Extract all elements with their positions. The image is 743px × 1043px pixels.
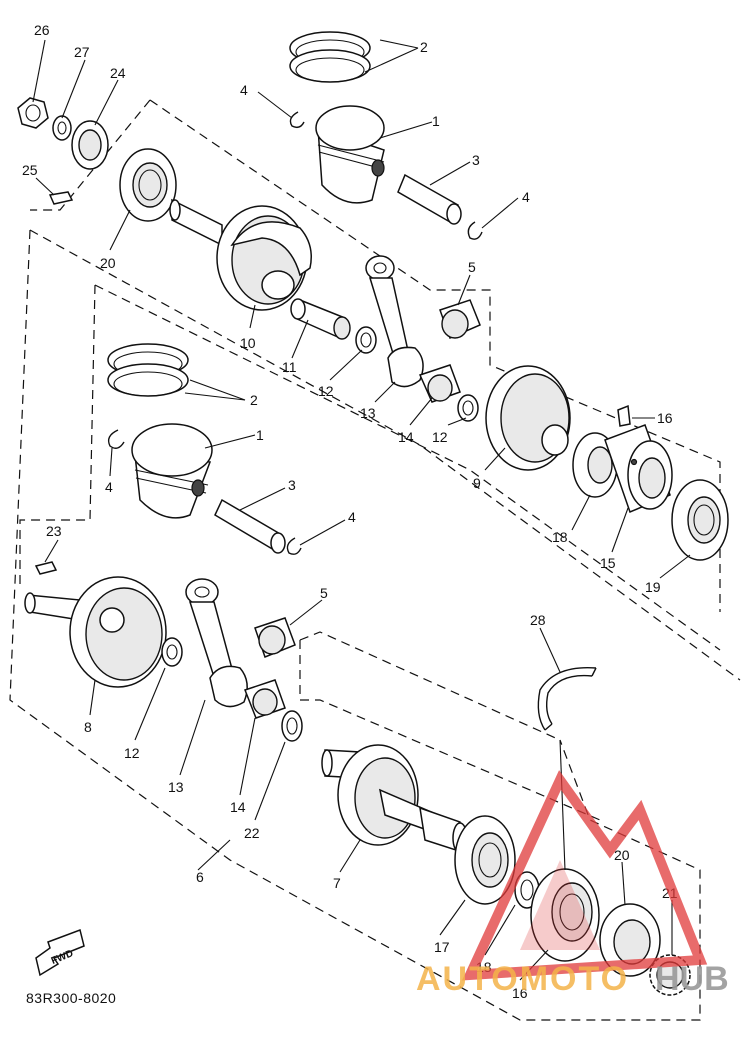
- leader-lines: [32, 39, 691, 981]
- crank-shaft-part-7: [321, 744, 468, 854]
- gear-part-23: [649, 954, 691, 996]
- key-part-25: [34, 561, 58, 575]
- label-20-left: 18: [552, 529, 568, 545]
- crank-pin-part-11: [290, 298, 351, 340]
- drawing-code: 83R300-8020: [26, 990, 117, 1006]
- group-outline-lower-crank: [19, 284, 721, 821]
- label-19: 18: [476, 959, 492, 975]
- label-10: 10: [240, 335, 256, 351]
- washer-part-30: [52, 115, 72, 141]
- label-28: 25: [22, 162, 38, 178]
- con-rod-part-13a: [365, 255, 424, 388]
- circlip-part-4d: [286, 537, 302, 555]
- label-12-lower: 12: [124, 745, 140, 761]
- label-8: 8: [84, 719, 92, 735]
- label-3-lower: 3: [288, 477, 296, 493]
- nut-part-29: [17, 97, 49, 129]
- label-2-upper: 2: [420, 39, 428, 55]
- label-13-upper: 13: [360, 405, 376, 421]
- label-5-upper: 5: [468, 259, 476, 275]
- bearing-part-20a: [572, 432, 618, 498]
- labyrinth-seal-part-15: [604, 424, 673, 514]
- label-4-lower-right: 4: [348, 509, 356, 525]
- bearing-part-17: [530, 868, 600, 962]
- label-6: 6: [196, 869, 204, 885]
- label-13-lower: 13: [168, 779, 184, 795]
- con-rod-part-13b: [185, 578, 248, 708]
- label-17: 16: [512, 985, 528, 1001]
- washer-part-12a: [355, 326, 377, 354]
- label-2-lower: 2: [250, 392, 258, 408]
- crank-half-part-10: [169, 198, 312, 311]
- piston-pin-part-3b: [214, 498, 286, 554]
- crank-web-part-9: [485, 365, 571, 471]
- key-part-28: [48, 191, 74, 205]
- label-3-upper: 3: [472, 152, 480, 168]
- label-15: 15: [600, 555, 616, 571]
- thrust-washer-part-24: [281, 710, 303, 742]
- bearing-part-14b: [244, 679, 286, 719]
- label-12-middle: 12: [432, 429, 448, 445]
- label-4-upper-right: 4: [522, 189, 530, 205]
- bearing-part-21: [119, 148, 177, 222]
- label-26: 28: [530, 612, 546, 628]
- bearing-part-14a: [418, 364, 461, 403]
- label-27: 24: [110, 65, 126, 81]
- label-24: 22: [244, 825, 260, 841]
- label-5-lower: 5: [320, 585, 328, 601]
- label-4-upper-left: 4: [240, 82, 248, 98]
- retaining-ring-part-26: [537, 666, 597, 731]
- crank-half-part-8: [24, 576, 167, 688]
- circlip-part-4c: [107, 429, 125, 449]
- washer-part-12c: [161, 637, 183, 667]
- circlip-part-4a: [289, 111, 305, 129]
- label-1-upper: 1: [432, 113, 440, 129]
- bearing-part-18: [454, 815, 516, 905]
- label-18: 17: [434, 939, 450, 955]
- label-11: 11: [282, 359, 297, 375]
- label-23: 21: [662, 885, 678, 901]
- bearing-part-5b: [254, 617, 296, 658]
- forward-direction-arrow-icon: FWD: [35, 929, 85, 977]
- circlip-part-16: [617, 404, 631, 427]
- label-1-lower: 1: [256, 427, 264, 443]
- group-outline-upper-crank: [30, 99, 721, 612]
- washer-part-12b: [457, 394, 479, 422]
- oil-seal-part-22: [599, 903, 661, 977]
- piston-rings-part-2a: [289, 31, 371, 83]
- circlip-part-4b: [467, 221, 483, 240]
- oil-seal-part-27: [71, 120, 109, 170]
- label-16: 16: [657, 410, 673, 426]
- label-22: 20: [614, 847, 630, 863]
- piston-part-1b: [131, 423, 213, 519]
- label-7: 7: [333, 875, 341, 891]
- label-12-upper: 12: [318, 383, 334, 399]
- piston-rings-part-2b: [107, 343, 189, 397]
- piston-part-1a: [315, 105, 385, 204]
- bearing-part-5a: [439, 299, 481, 340]
- label-21: 20: [100, 255, 116, 271]
- bearing-part-20b: [671, 479, 729, 561]
- piston-pin-part-3a: [397, 173, 462, 225]
- label-4-lower-left: 4: [105, 479, 113, 495]
- label-20-right: 19: [645, 579, 661, 595]
- label-29: 26: [34, 22, 50, 38]
- label-14-lower: 14: [230, 799, 246, 815]
- label-9: 9: [473, 475, 481, 491]
- label-25: 23: [46, 523, 62, 539]
- label-14-upper: 14: [398, 429, 414, 445]
- label-30: 27: [74, 44, 90, 60]
